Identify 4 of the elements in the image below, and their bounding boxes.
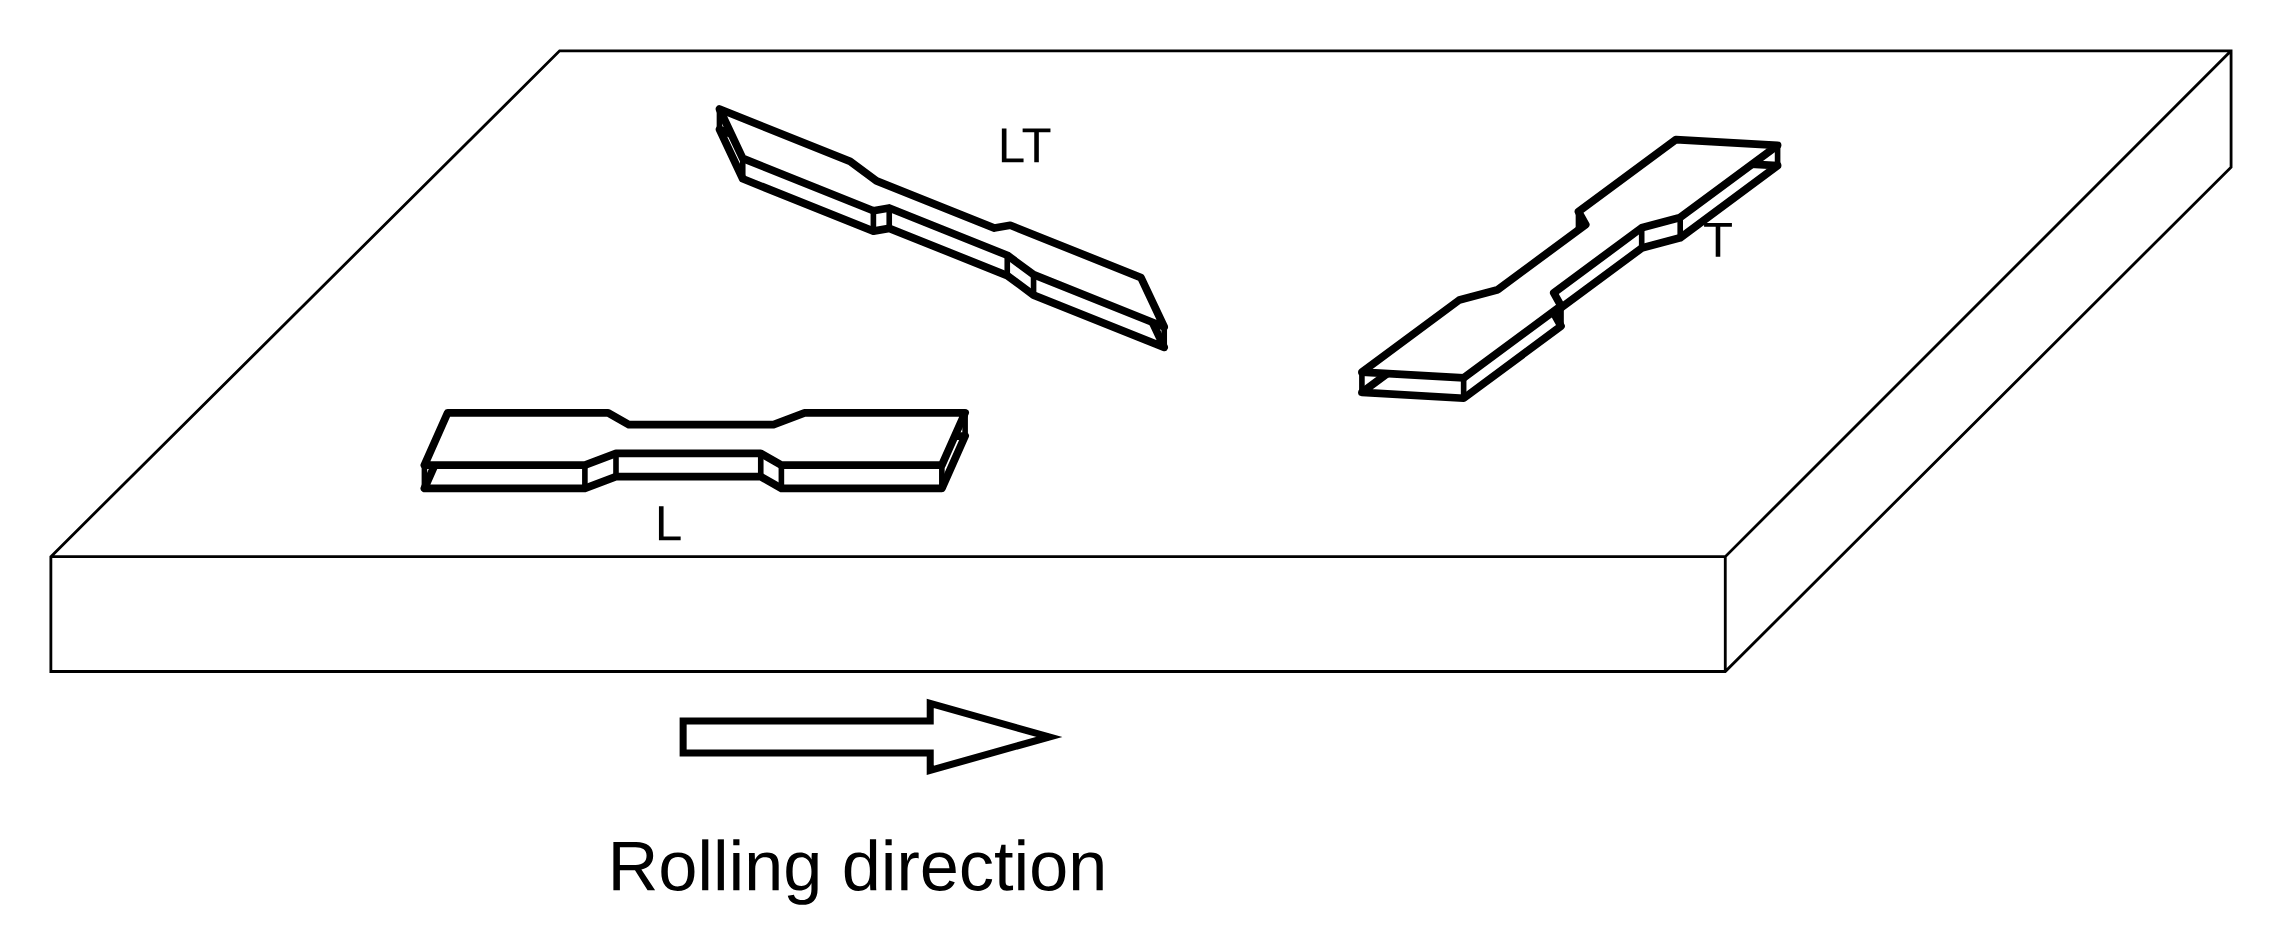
direction-label: Rolling direction	[613, 839, 1103, 905]
specimen-label: T	[1704, 223, 1732, 257]
specimen-label: LT	[1001, 128, 1051, 163]
specimen-label: L	[658, 506, 681, 541]
